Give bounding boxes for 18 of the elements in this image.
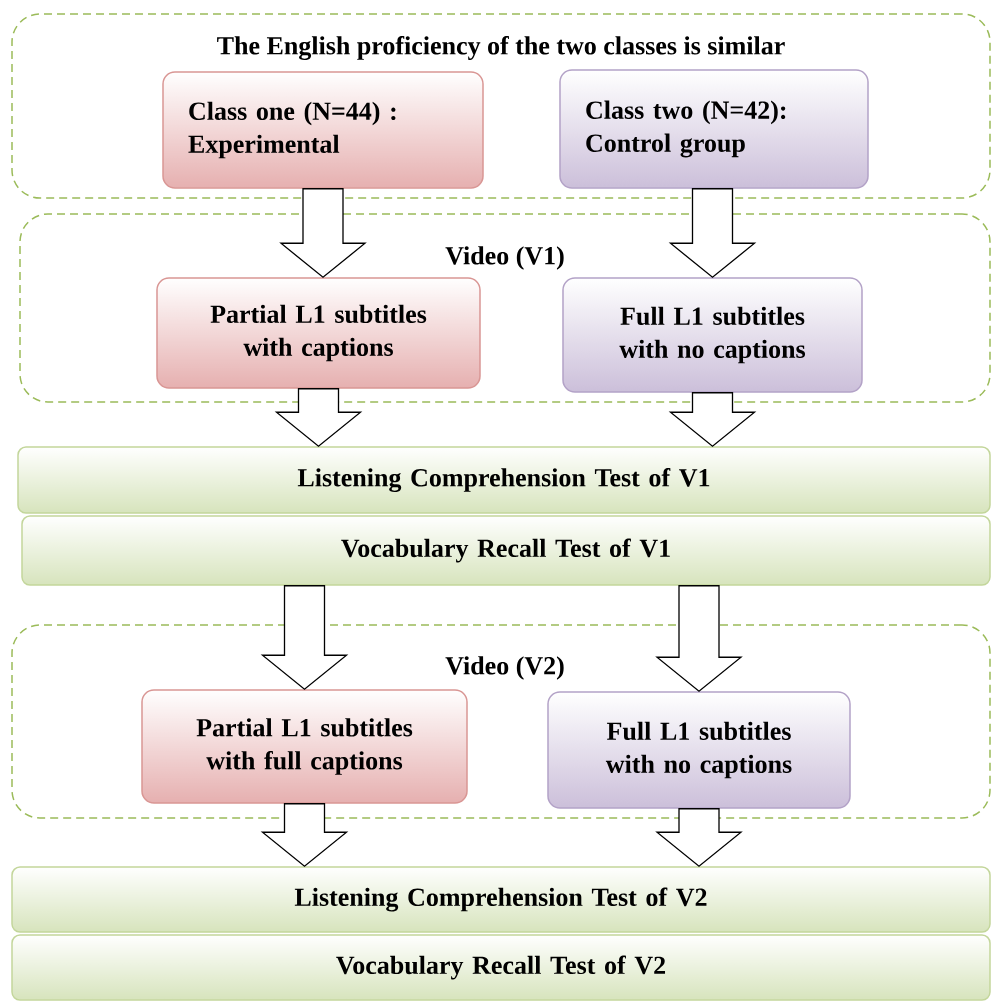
block-arrow	[655, 585, 743, 693]
block-arrow	[668, 188, 757, 279]
test-bar: Vocabulary Recall Test of V2	[11, 934, 991, 1001]
test-bar: Listening Comprehension Test of V2	[11, 866, 991, 933]
block-arrow	[668, 392, 757, 448]
block-arrow	[274, 388, 363, 448]
process-box: Full L1 subtitles with no captions	[547, 691, 851, 809]
test-bar: Vocabulary Recall Test of V1	[21, 515, 991, 586]
process-box: Partial L1 subtitles with captions	[156, 277, 481, 389]
process-box: Class one (N=44) : Experimental	[162, 71, 484, 189]
block-arrow	[260, 803, 349, 868]
block-arrow	[279, 188, 367, 279]
test-bar: Listening Comprehension Test of V1	[17, 446, 991, 514]
block-arrow	[260, 585, 349, 691]
process-box: Full L1 subtitles with no captions	[562, 277, 863, 393]
process-box: Partial L1 subtitles with full captions	[141, 689, 468, 804]
block-arrow	[655, 808, 743, 868]
process-box: Class two (N=42): Control group	[559, 69, 869, 189]
